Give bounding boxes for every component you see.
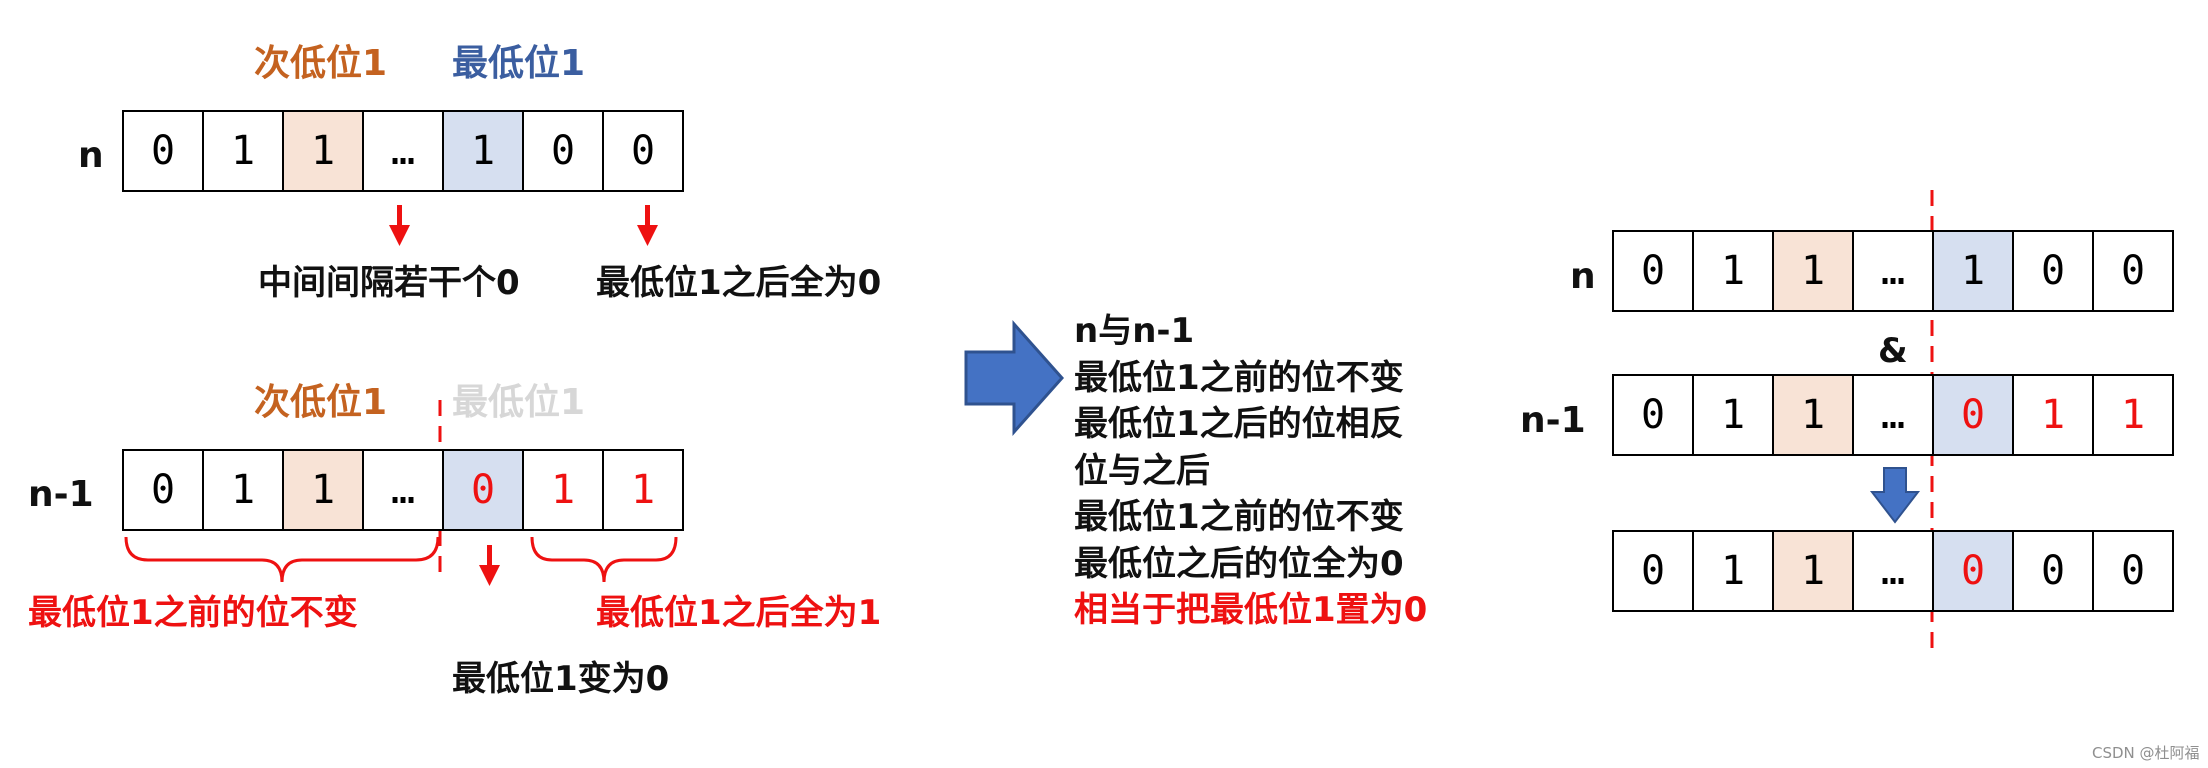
bit-row-n-minus-1-right: 0 1 1 … 0 1 1 <box>1612 374 2174 456</box>
bit-cell: 0 <box>522 110 604 192</box>
bit-row-n-right: 0 1 1 … 1 0 0 <box>1612 230 2174 312</box>
explanation-text: n与n-1 最低位1之前的位不变 最低位1之后的位相反 位与之后 最低位1之前的… <box>1074 308 1427 634</box>
down-arrow-icon <box>479 545 500 586</box>
bit-cell: 0 <box>602 110 684 192</box>
bit-cell: 1 <box>202 449 284 531</box>
label-lowest-faded: 最低位1 <box>452 382 586 423</box>
explanation-line: 位与之后 <box>1074 450 1210 491</box>
bit-cell: 0 <box>1612 230 1694 312</box>
brace-before <box>124 536 440 583</box>
bit-row-n-top: 0 1 1 … 1 0 0 <box>122 110 684 192</box>
big-right-arrow-icon <box>964 320 1065 436</box>
explanation-line: 最低位1之前的位不变 <box>1074 497 1404 537</box>
explanation-conclusion: 相当于把最低位1置为0 <box>1074 590 1428 630</box>
bit-cell-lowest: 1 <box>442 110 524 192</box>
var-n-right: n <box>1570 256 1596 297</box>
bit-cell: 0 <box>1612 530 1694 612</box>
bit-cell: 0 <box>1612 374 1694 456</box>
var-n-minus-1-bottom: n-1 <box>28 474 94 515</box>
bit-cell-ellipsis: … <box>362 110 444 192</box>
bit-cell-flipped: 1 <box>2012 374 2094 456</box>
bit-cell: 1 <box>202 110 284 192</box>
bit-cell: 0 <box>2012 230 2094 312</box>
bit-cell-flipped: 1 <box>522 449 604 531</box>
var-n-minus-1-right: n-1 <box>1520 400 1586 441</box>
bit-cell-second-lowest: 1 <box>1772 374 1854 456</box>
bit-cell: 1 <box>1692 230 1774 312</box>
bit-row-result: 0 1 1 … 0 0 0 <box>1612 530 2174 612</box>
explanation-line: 最低位1之前的位不变 <box>1074 357 1404 398</box>
bit-cell-lowest-flipped: 0 <box>1932 374 2014 456</box>
bit-row-n-minus-1: 0 1 1 … 0 1 1 <box>122 449 684 531</box>
bit-cell-flipped: 1 <box>2092 374 2174 456</box>
bit-cell-ellipsis: … <box>362 449 444 531</box>
explanation-line: 最低位1之后的位相反 <box>1074 404 1404 444</box>
down-arrow-icon <box>637 205 658 246</box>
bit-cell: 0 <box>2092 230 2174 312</box>
label-second-lowest-top: 次低位1 <box>254 43 388 84</box>
explanation-line: n与n-1 <box>1074 311 1195 351</box>
bit-cell: 0 <box>2092 530 2174 612</box>
bit-cell-lowest-cleared: 0 <box>1932 530 2014 612</box>
note-before-unchanged: 最低位1之前的位不变 <box>28 593 358 633</box>
note-lowest-becomes-zero: 最低位1变为0 <box>452 659 670 699</box>
bit-cell-ellipsis: … <box>1852 230 1934 312</box>
bit-cell-second-lowest: 1 <box>1772 230 1854 312</box>
bit-cell-second-lowest: 1 <box>282 110 364 192</box>
label-lowest-top: 最低位1 <box>452 43 586 84</box>
bit-cell-second-lowest: 1 <box>282 449 364 531</box>
bit-cell-lowest: 1 <box>1932 230 2014 312</box>
bit-cell: 1 <box>1692 530 1774 612</box>
label-second-lowest-bottom: 次低位1 <box>254 382 388 423</box>
bit-cell-ellipsis: … <box>1852 374 1934 456</box>
csdn-credit: CSDN @杜阿福 <box>2092 744 2200 762</box>
bit-cell-ellipsis: … <box>1852 530 1934 612</box>
bit-cell: 0 <box>122 449 204 531</box>
var-n-top: n <box>78 135 104 176</box>
down-arrow-icon <box>389 205 410 246</box>
and-operator: & <box>1878 331 1908 371</box>
bit-cell: 1 <box>1692 374 1774 456</box>
note-after-one: 最低位1之后全为1 <box>596 593 882 633</box>
bit-cell: 0 <box>2012 530 2094 612</box>
small-down-arrow-icon <box>1869 467 1921 524</box>
bit-cell-flipped: 1 <box>602 449 684 531</box>
note-after-zero: 最低位1之后全为0 <box>596 263 882 303</box>
bit-cell-second-lowest: 1 <box>1772 530 1854 612</box>
brace-after <box>530 536 678 583</box>
bit-cell-lowest-flipped: 0 <box>442 449 524 531</box>
note-between: 中间间隔若干个0 <box>258 263 520 303</box>
explanation-line: 最低位之后的位全为0 <box>1074 543 1404 584</box>
